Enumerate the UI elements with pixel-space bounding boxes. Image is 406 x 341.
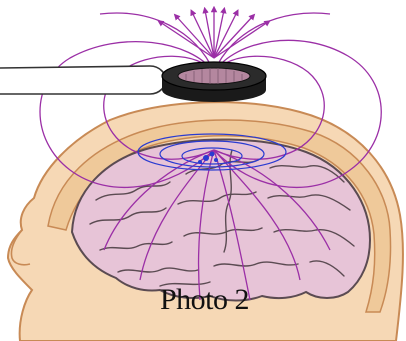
field-arrows [160,9,268,58]
photo-caption: Photo 2 [160,283,249,317]
tms-coil-ring-icon [162,62,266,102]
coil-handle [0,66,166,94]
